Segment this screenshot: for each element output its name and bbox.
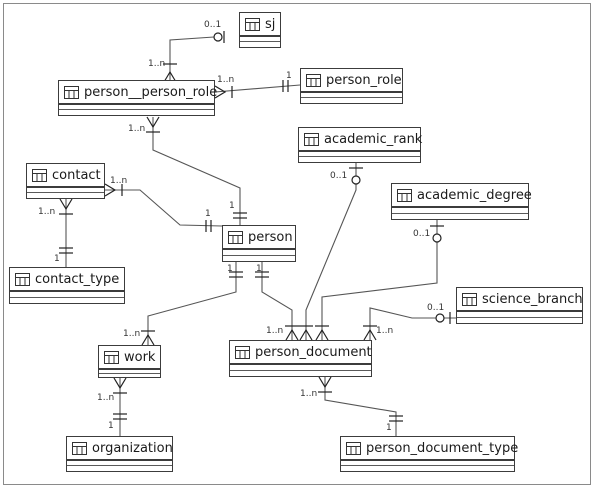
entity-organization[interactable]: organization bbox=[66, 436, 173, 472]
link-academic-degree-person-document: 0..1 bbox=[315, 220, 444, 341]
card-pd-type-1-n: 1..n bbox=[300, 389, 317, 399]
entity-name: person_role bbox=[326, 72, 402, 88]
entity-person-person-role[interactable]: person__person_role bbox=[58, 80, 218, 116]
table-icon bbox=[304, 132, 319, 146]
entity-name: person__person_role bbox=[84, 84, 218, 100]
card-science-branch-0-1: 0..1 bbox=[427, 303, 444, 313]
link-work-organization: 1..n 1 bbox=[97, 377, 127, 436]
entity-academic-degree[interactable]: academic_degree bbox=[391, 183, 532, 220]
table-icon bbox=[64, 85, 79, 99]
entity-name: sj bbox=[265, 16, 276, 32]
table-icon bbox=[228, 230, 243, 244]
table-icon bbox=[32, 168, 47, 182]
entity-academic-rank[interactable]: academic_rank bbox=[298, 127, 423, 163]
entity-person-document-type[interactable]: person_document_type bbox=[340, 436, 519, 472]
card-contact-1-n: 1..n bbox=[110, 176, 127, 186]
card-person-document-1-n: 1..n bbox=[266, 326, 283, 336]
card-role-1: 1 bbox=[286, 71, 292, 81]
card-person-top-1: 1 bbox=[229, 201, 235, 211]
link-sj-person-person-role: 0..1 1..n bbox=[148, 20, 225, 83]
link-contact-contact-type: 1..n 1 bbox=[38, 198, 73, 267]
table-icon bbox=[346, 441, 361, 455]
table-icon bbox=[462, 292, 477, 306]
card-person-work-1: 1 bbox=[227, 264, 233, 274]
card-person-doc-1: 1 bbox=[256, 264, 262, 274]
table-icon bbox=[306, 73, 321, 87]
link-person-work: 1 1..n bbox=[123, 262, 243, 346]
table-icon bbox=[235, 345, 250, 359]
entity-person[interactable]: person bbox=[222, 225, 296, 262]
card-work-1-n: 1..n bbox=[123, 329, 140, 339]
table-icon bbox=[104, 350, 119, 364]
entity-name: science_branch bbox=[482, 291, 583, 307]
entity-name: academic_rank bbox=[324, 131, 423, 147]
card-sj-0-1: 0..1 bbox=[204, 20, 221, 30]
entity-name: work bbox=[124, 349, 156, 365]
link-ppr-person: 1..n 1 bbox=[128, 116, 247, 225]
card-ppr-right-1-n: 1..n bbox=[217, 75, 234, 85]
entity-name: organization bbox=[92, 440, 173, 456]
card-contact-type-1: 1 bbox=[54, 254, 60, 264]
entity-name: person bbox=[248, 229, 293, 245]
link-science-branch-person-document: 0..1 1..n bbox=[363, 303, 456, 341]
entity-person-role[interactable]: person_role bbox=[300, 68, 403, 104]
entity-work[interactable]: work bbox=[98, 345, 161, 378]
card-contact-bottom-1-n: 1..n bbox=[38, 207, 55, 217]
table-icon bbox=[15, 272, 30, 286]
entity-name: person_document_type bbox=[366, 440, 519, 456]
entity-name: contact_type bbox=[35, 271, 120, 287]
entity-name: academic_degree bbox=[417, 187, 532, 203]
link-ppr-person-role: 1..n 1 bbox=[214, 71, 301, 99]
card-ppr-top-1-n: 1..n bbox=[148, 59, 165, 69]
card-person-left-1: 1 bbox=[205, 209, 211, 219]
link-academic-rank-person-document: 0..1 bbox=[299, 163, 363, 341]
card-pd-type-1: 1 bbox=[386, 423, 392, 433]
card-ppr-bottom-1-n: 1..n bbox=[128, 124, 145, 134]
card-work-org-1-n: 1..n bbox=[97, 393, 114, 403]
card-pd-sb-1-n: 1..n bbox=[376, 326, 393, 336]
table-icon bbox=[72, 441, 87, 455]
card-organization-1: 1 bbox=[108, 421, 114, 431]
entity-person-document[interactable]: person_document bbox=[229, 340, 372, 377]
link-contact-person: 1..n 1 bbox=[104, 176, 223, 232]
card-academic-degree-0-1: 0..1 bbox=[413, 229, 430, 239]
entity-name: contact bbox=[52, 167, 101, 183]
link-person-person-document: 1 1..n bbox=[255, 262, 299, 341]
entity-contact-type[interactable]: contact_type bbox=[9, 267, 125, 304]
entity-contact[interactable]: contact bbox=[26, 163, 105, 199]
table-icon bbox=[245, 17, 260, 31]
entity-sj[interactable]: sj bbox=[239, 12, 281, 48]
entity-science-branch[interactable]: science_branch bbox=[456, 287, 583, 324]
card-academic-rank-0-1: 0..1 bbox=[330, 171, 347, 181]
link-person-document-type: 1..n 1 bbox=[300, 376, 403, 436]
table-icon bbox=[397, 188, 412, 202]
entity-name: person_document bbox=[255, 344, 372, 360]
